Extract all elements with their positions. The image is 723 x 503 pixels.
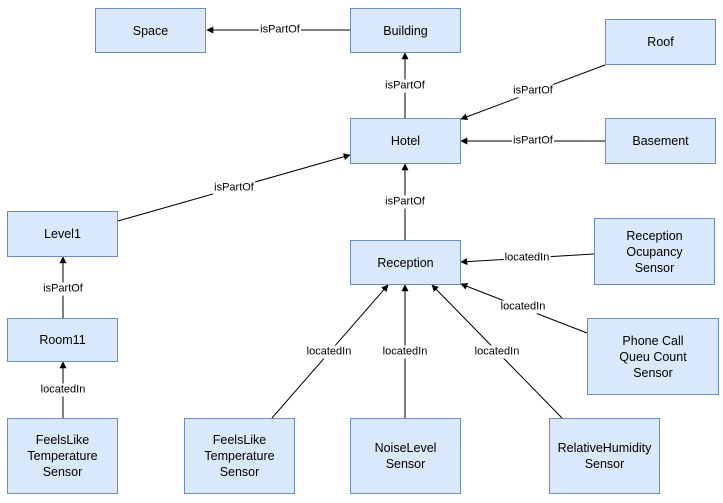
node-feelslike-temperature-sensor-reception[interactable]: FeelsLike Temperature Sensor bbox=[184, 418, 295, 494]
node-phone-call-queue-count-sensor[interactable]: Phone Call Queu Count Sensor bbox=[587, 318, 719, 395]
edge-label-hotel-building: isPartOf bbox=[384, 79, 426, 93]
node-basement[interactable]: Basement bbox=[605, 118, 716, 164]
edge-label-noise-reception: locatedIn bbox=[381, 345, 429, 359]
node-feelslike-temperature-sensor-room11[interactable]: FeelsLike Temperature Sensor bbox=[7, 418, 118, 494]
node-room11[interactable]: Room11 bbox=[7, 318, 118, 362]
edge-label-phonecall-reception: locatedIn bbox=[499, 300, 547, 314]
node-reception-occupancy-sensor[interactable]: Reception Ocupancy Sensor bbox=[594, 218, 715, 285]
edge-label-room11-level1: isPartOf bbox=[42, 282, 84, 296]
edge-label-feelslike-room11: locatedIn bbox=[39, 383, 87, 397]
edge-label-basement-hotel: isPartOf bbox=[512, 134, 554, 148]
edge-label-occupancy-reception: locatedIn bbox=[503, 251, 551, 265]
edge-label-level1-hotel: isPartOf bbox=[213, 181, 255, 195]
node-building[interactable]: Building bbox=[350, 8, 461, 53]
edge-label-humidity-reception: locatedIn bbox=[473, 345, 521, 359]
node-reception[interactable]: Reception bbox=[350, 240, 461, 285]
edge-label-roof-hotel: isPartOf bbox=[512, 84, 554, 98]
node-space[interactable]: Space bbox=[95, 8, 206, 53]
node-level1[interactable]: Level1 bbox=[7, 211, 118, 257]
node-noiselevel-sensor[interactable]: NoiseLevel Sensor bbox=[350, 418, 461, 494]
node-roof[interactable]: Roof bbox=[605, 19, 716, 65]
node-relativehumidity-sensor[interactable]: RelativeHumidity Sensor bbox=[549, 418, 660, 494]
node-hotel[interactable]: Hotel bbox=[350, 118, 461, 164]
edge-label-reception-hotel: isPartOf bbox=[384, 195, 426, 209]
edge-label-feelslike-reception: locatedIn bbox=[305, 345, 353, 359]
edge-label-building-space: isPartOf bbox=[259, 23, 301, 37]
